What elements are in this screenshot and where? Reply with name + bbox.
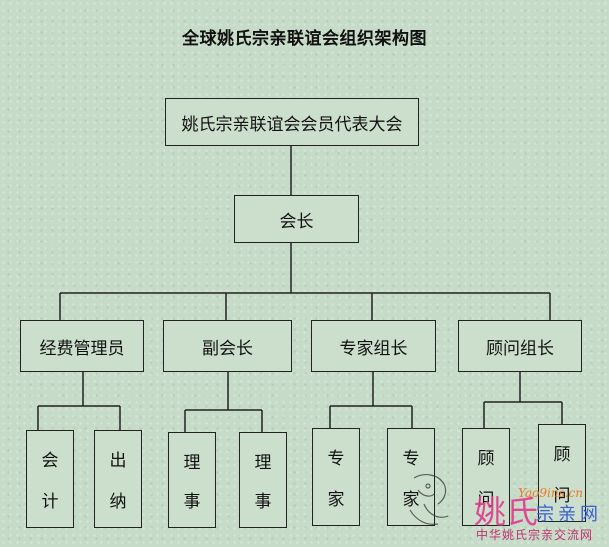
node-advisor-1-char-1: 顾 [477,449,495,470]
node-expert-1: 专 家 [312,428,360,526]
node-cashier-char-1: 出 [109,451,127,472]
node-treasurer: 经费管理员 [20,320,144,372]
node-accountant-char-1: 会 [41,451,59,472]
node-director-1-char-2: 事 [183,492,201,513]
node-expert-1-char-2: 家 [327,489,345,510]
node-treasurer-label: 经费管理员 [39,338,125,359]
node-director-1: 理 事 [168,432,216,528]
node-advisor-1: 顾 问 [462,428,510,526]
chart-title: 全球姚氏宗亲联谊会组织架构图 [182,29,427,49]
node-advisor-2-char-2: 问 [553,485,571,506]
node-advisor-2: 顾 问 [538,424,586,522]
node-expert-2-char-2: 家 [402,489,420,510]
node-expert-leader-label: 专家组长 [339,338,408,359]
node-cashier: 出 纳 [94,430,142,528]
node-expert-1-char-1: 专 [327,449,345,470]
watermark-logo: 姚氏 [474,493,539,531]
node-advisor-2-char-1: 顾 [553,445,571,466]
node-advisor-leader-label: 顾问组长 [486,338,554,359]
node-expert-leader: 专家组长 [311,320,436,372]
watermark-sketch-icon [409,474,449,525]
node-vice-president: 副会长 [163,320,292,372]
node-director-2-char-1: 理 [254,452,272,473]
watermark-url: Yao9ins.cn [518,486,583,500]
node-accountant: 会 计 [26,430,74,528]
node-cashier-char-2: 纳 [109,491,127,512]
node-accountant-char-2: 计 [41,491,59,512]
node-member-assembly-label: 姚氏宗亲联谊会会员代表大会 [181,114,403,135]
node-president: 会长 [234,195,359,243]
node-director-1-char-1: 理 [183,452,201,473]
node-member-assembly: 姚氏宗亲联谊会会员代表大会 [165,98,419,146]
node-director-2-char-2: 事 [254,492,272,513]
node-president-label: 会长 [279,211,314,232]
node-director-2: 理 事 [239,432,287,528]
node-expert-2-char-1: 专 [402,449,420,470]
watermark-footer: 中华姚氏宗亲交流网 [476,528,594,542]
node-advisor-1-char-2: 问 [477,489,495,510]
watermark-net: 宗亲网 [536,504,602,525]
node-advisor-leader: 顾问组长 [458,320,582,372]
node-vice-president-label: 副会长 [202,338,253,359]
